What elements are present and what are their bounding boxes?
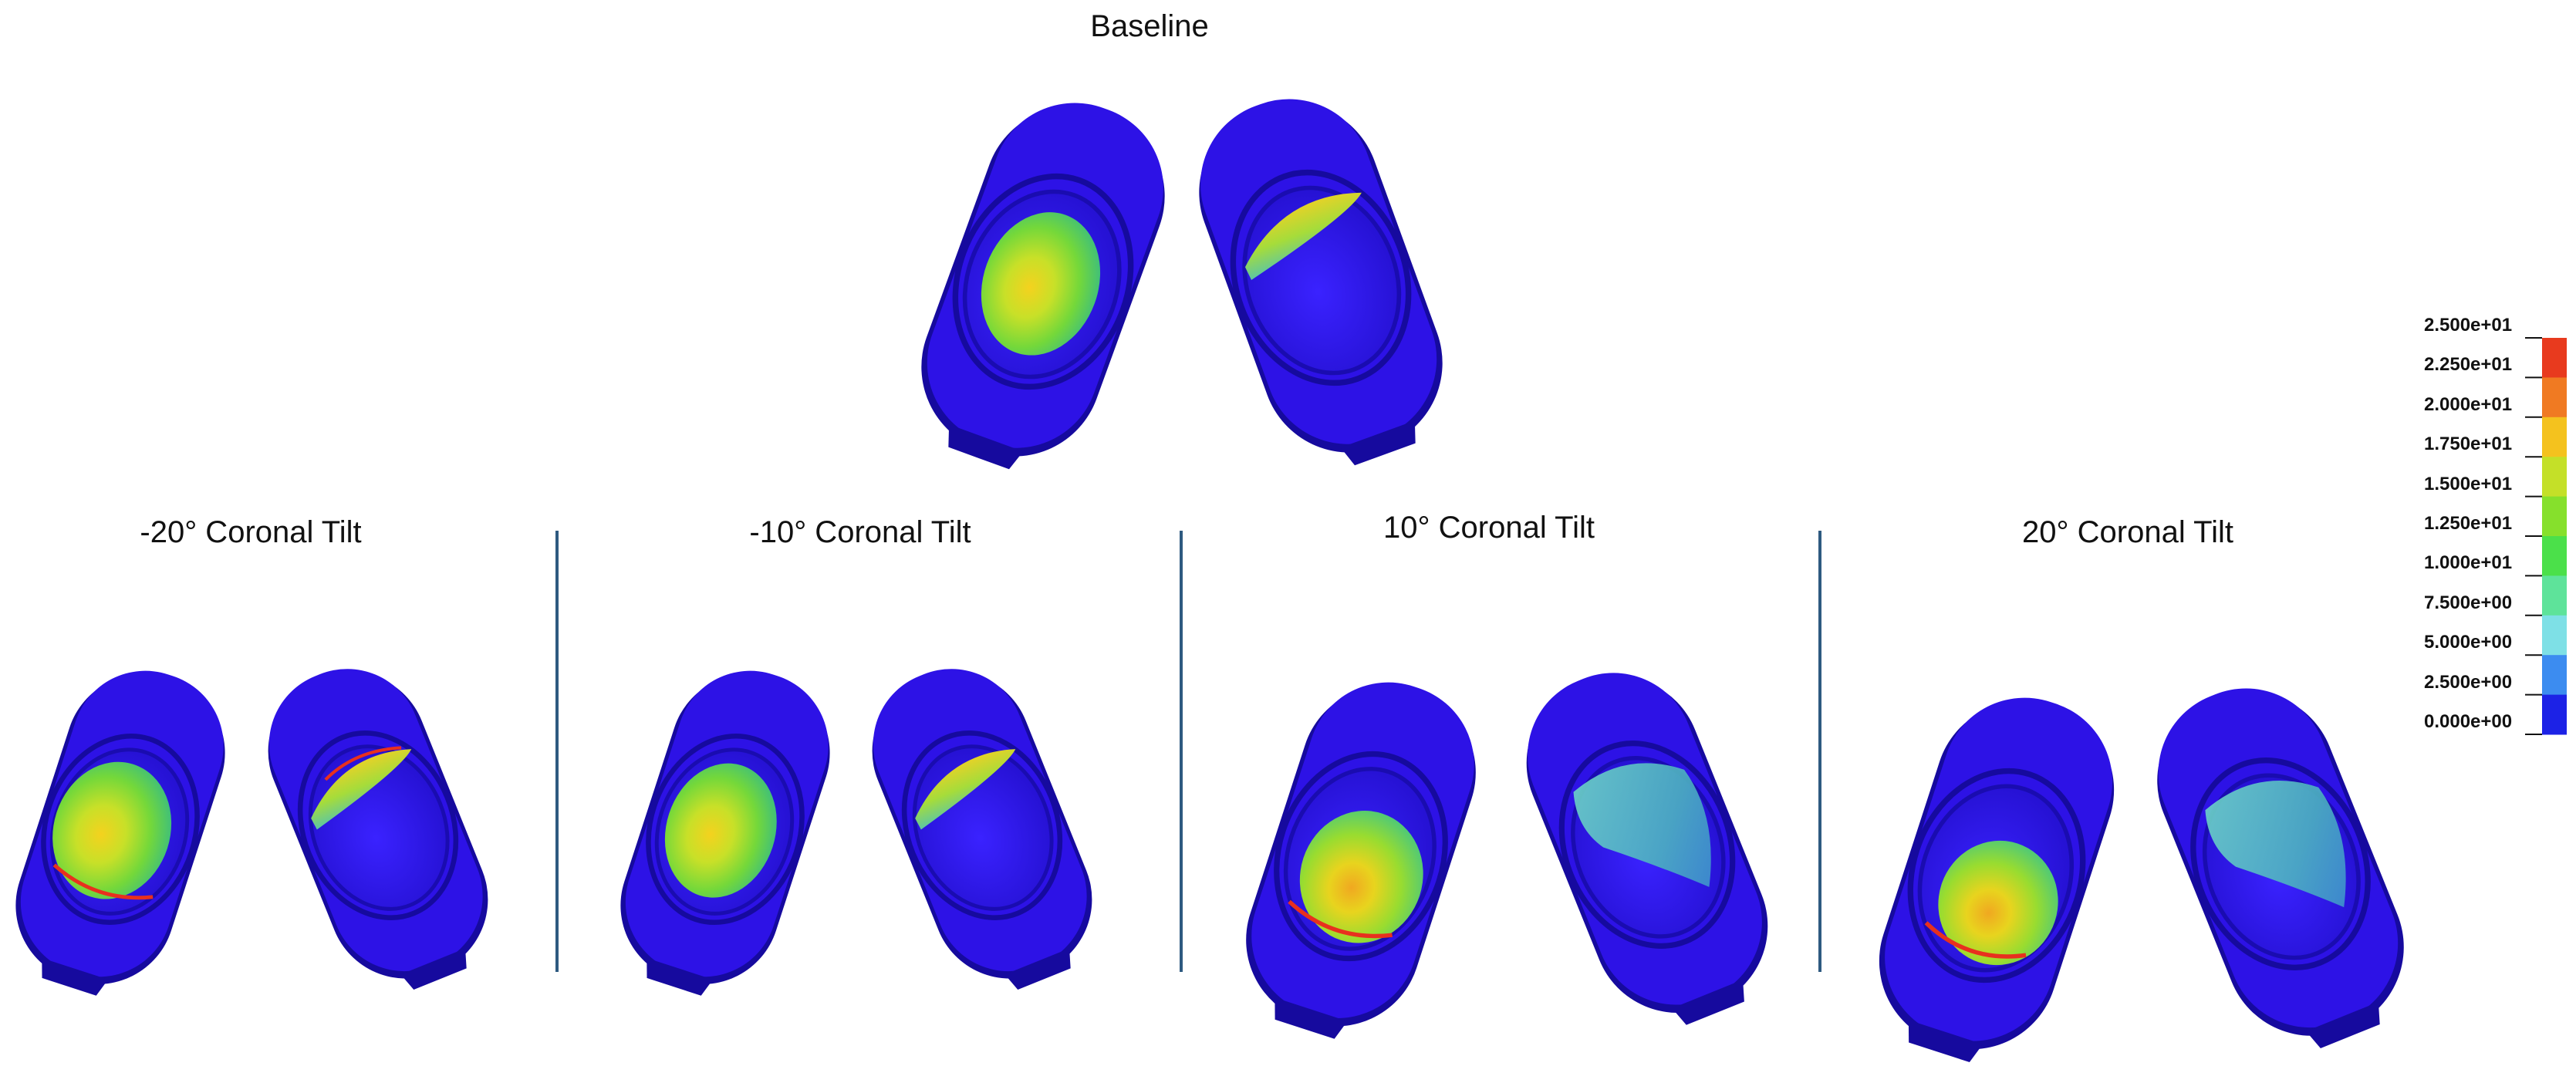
plus20-left-implant-tab (1908, 1020, 1983, 1063)
baseline-right-implant-rim (1230, 169, 1412, 386)
minus20-right-implant-rim (297, 730, 459, 920)
panel-divider-2 (1180, 531, 1183, 972)
panel-divider-1 (555, 531, 559, 972)
colorbar-label-5: 1.250e+01 (2424, 513, 2513, 534)
plus10-right-implant-contact-patch (1573, 763, 1711, 887)
plus10-right-implant (1526, 673, 1768, 1025)
plus20-right-implant-tab (2306, 1001, 2380, 1048)
plus10-left-implant-peak-edge (1288, 899, 1393, 939)
plus20-left-implant-peak-edge (1924, 921, 2027, 959)
colorbar-label-9: 2.500e+00 (2424, 671, 2513, 693)
baseline-left-implant-rim (952, 173, 1134, 390)
colorbar (2525, 337, 2567, 735)
baseline-right-implant-tab (1340, 420, 1416, 466)
colorbar-label-7: 7.500e+00 (2424, 592, 2513, 613)
plus20-left-implant-rim (1907, 768, 2086, 983)
colorbar-label-3: 1.750e+01 (2424, 434, 2513, 455)
minus10-right-implant-contact-stripe (915, 749, 1016, 830)
plus10-right-implant-tab (1672, 980, 1744, 1025)
plus20-right-implant-rim (2190, 757, 2371, 970)
colorbar-segment-7 (2542, 615, 2567, 656)
colorbar-label-8: 5.000e+00 (2424, 632, 2513, 653)
minus20-left-implant-peak-edge (52, 863, 154, 900)
plus-10-coronal-tilt-title: 10° Coronal Tilt (1383, 511, 1595, 545)
baseline-left-implant-tab (948, 424, 1024, 470)
colorbar-segment-9 (2542, 694, 2567, 735)
minus20-left-implant (15, 670, 225, 996)
minus10-right-implant-rim (901, 730, 1063, 920)
colorbar-segment-5 (2542, 536, 2567, 576)
minus10-left-implant-tab (647, 957, 714, 996)
minus-20-coronal-tilt-title: -20° Coronal Tilt (140, 515, 362, 549)
baseline-right-implant-contact-stripe (1244, 192, 1362, 281)
plus20-right-implant (2157, 688, 2404, 1048)
colorbar-label-4: 1.500e+01 (2424, 473, 2513, 494)
minus10-left-implant-rim (646, 733, 805, 926)
colorbar-segment-3 (2542, 457, 2567, 498)
colorbar-segment-6 (2542, 575, 2567, 616)
baseline-right-implant (1199, 99, 1443, 466)
minus10-left-implant-contact-patch (664, 763, 777, 898)
minus20-left-implant-tab (42, 957, 109, 996)
panel-divider-3 (1818, 531, 1821, 972)
minus10-right-implant (872, 669, 1092, 990)
plus10-left-implant-contact-patch (1299, 811, 1423, 943)
colorbar-segment-2 (2542, 417, 2567, 457)
colorbar-segment-1 (2542, 377, 2567, 418)
minus20-right-implant (268, 669, 488, 990)
minus-10-coronal-tilt-title: -10° Coronal Tilt (749, 515, 971, 549)
plus10-left-implant-tab (1274, 997, 1348, 1039)
colorbar-label-0: 2.500e+01 (2424, 315, 2513, 336)
colorbar-segment-0 (2542, 338, 2567, 378)
minus20-left-implant-rim (41, 733, 200, 926)
colorbar-label-6: 1.000e+01 (2424, 552, 2513, 574)
plus10-left-implant-rim (1274, 751, 1448, 962)
minus20-right-implant-tab (400, 948, 467, 990)
colorbar-label-10: 0.000e+00 (2424, 711, 2513, 732)
baseline-title: Baseline (1090, 9, 1209, 43)
plus20-left-implant-contact-patch (1938, 840, 2058, 966)
minus10-right-implant-tab (1004, 948, 1071, 990)
baseline-left-implant (921, 103, 1165, 470)
minus20-right-implant-stripe-peak (324, 746, 402, 781)
colorbar-segment-4 (2542, 496, 2567, 537)
minus20-left-implant-contact-patch (52, 761, 172, 899)
plus10-left-implant (1246, 682, 1476, 1039)
colorbar-label-2: 2.000e+01 (2424, 393, 2513, 415)
minus20-right-implant-contact-stripe (311, 749, 412, 830)
plus10-right-implant-rim (1558, 741, 1736, 949)
minus10-left-implant (620, 670, 830, 996)
plus20-left-implant (1879, 697, 2115, 1063)
colorbar-label-1: 2.250e+01 (2424, 354, 2513, 376)
plus-20-coronal-tilt-title: 20° Coronal Tilt (2022, 515, 2233, 549)
plus20-right-implant-contact-patch (2205, 781, 2346, 908)
colorbar-segment-8 (2542, 655, 2567, 696)
baseline-left-implant-contact-patch (981, 212, 1101, 356)
